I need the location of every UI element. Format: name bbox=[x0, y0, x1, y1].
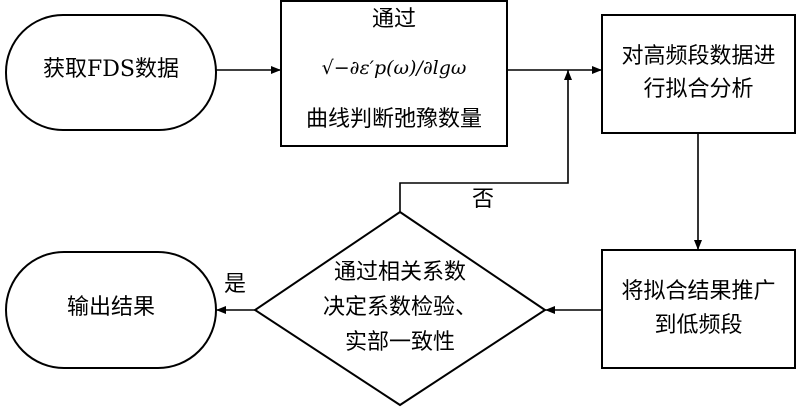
extend-line1: 将拟合结果推广 bbox=[621, 279, 776, 304]
yes-edge-label: 是 bbox=[223, 272, 246, 297]
decision-line1: 通过相关系数 bbox=[333, 260, 466, 285]
output-label: 输出结果 bbox=[66, 295, 155, 320]
get-fds-label: 获取FDS数据 bbox=[43, 57, 179, 82]
fit-high-freq-node-shape bbox=[601, 14, 796, 134]
decision-node-shape bbox=[253, 210, 547, 407]
fit-high-line1: 对高频段数据进 bbox=[621, 44, 776, 69]
get-fds-node-shape bbox=[5, 14, 217, 131]
no-edge-label: 否 bbox=[471, 187, 494, 212]
judge-bottom-label: 曲线判断弛豫数量 bbox=[305, 107, 482, 132]
extend-low-freq-node-shape bbox=[601, 249, 796, 369]
judge-formula: √−∂ε′p(ω)/∂lgω bbox=[321, 57, 467, 79]
fit-high-line2: 行拟合分析 bbox=[643, 77, 754, 102]
decision-line3: 实部一致性 bbox=[344, 330, 455, 355]
judge-top-label: 通过 bbox=[371, 7, 416, 32]
judge-relaxation-node-shape bbox=[280, 0, 508, 147]
extend-line2: 到低频段 bbox=[654, 313, 743, 338]
arrow-no-loop bbox=[399, 70, 572, 212]
decision-line2: 决定系数检验、 bbox=[322, 295, 477, 320]
